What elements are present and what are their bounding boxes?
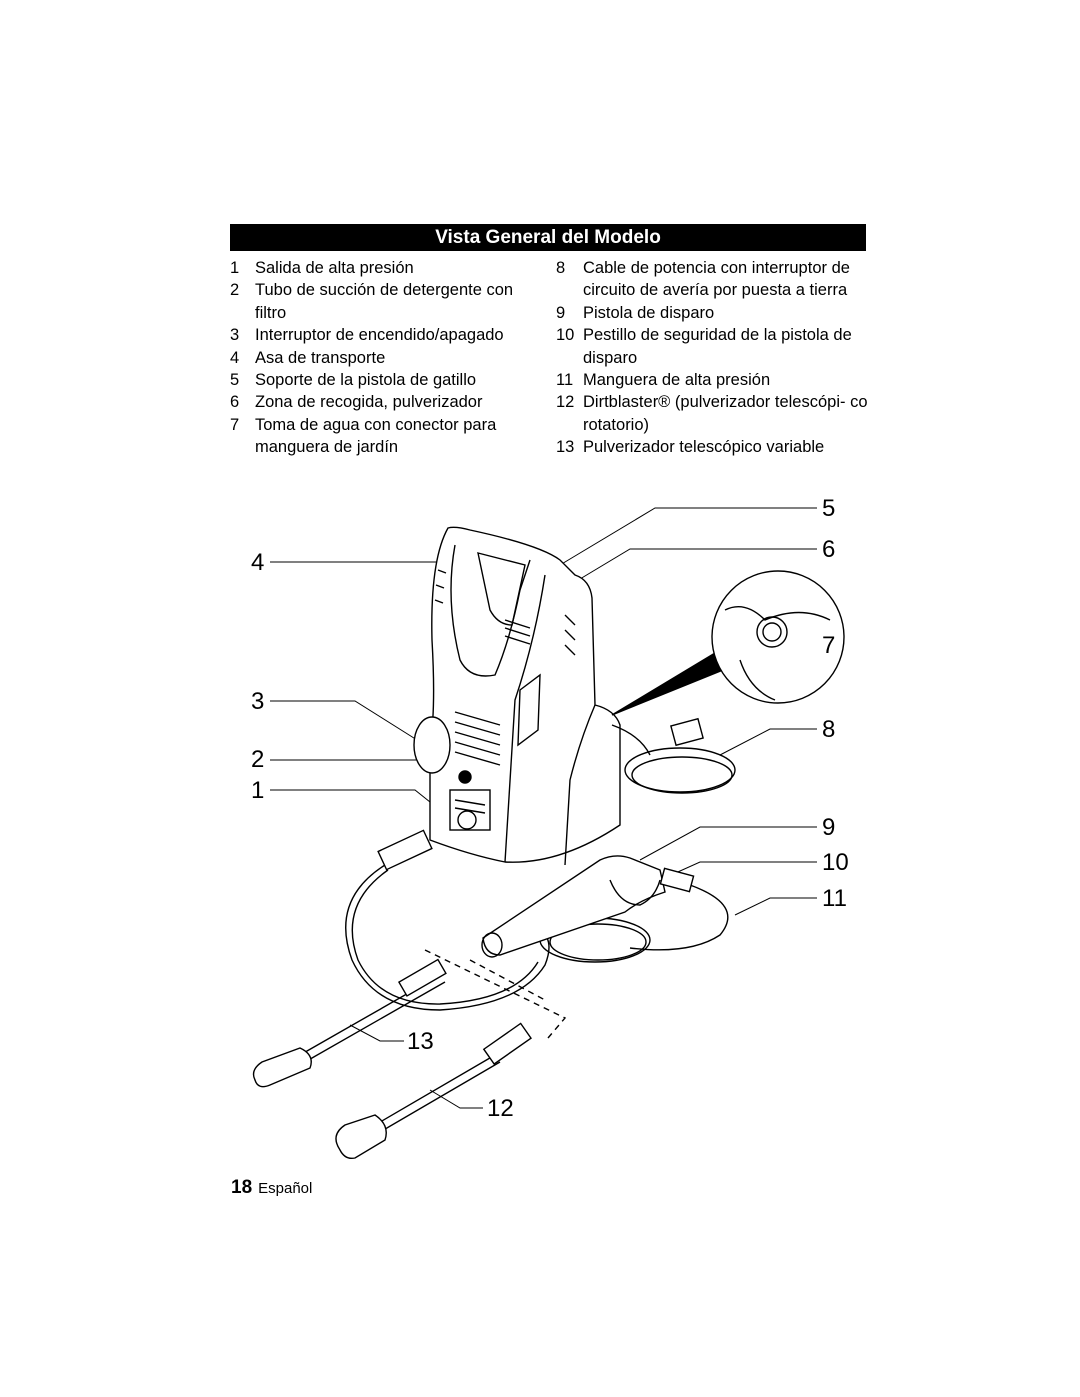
legend-number: 9	[556, 303, 566, 322]
callout-4: 4	[251, 549, 265, 576]
legend-item: 8 Cable de potencia con interruptor de ci…	[556, 257, 868, 302]
legend-number: 1	[230, 259, 240, 277]
legend-number: 13	[556, 438, 575, 457]
legend-number: 7	[230, 415, 240, 434]
high-pressure-hose	[345, 829, 729, 1011]
legend-text: Pestillo de seguridad de la pistola de d…	[583, 326, 852, 367]
legend-text: Dirtblaster® (pulverizador telescópi- co…	[583, 393, 868, 434]
callout-2: 2	[251, 746, 265, 773]
legend-number: 8	[556, 259, 566, 277]
legend-item: 12 Dirtblaster® (pulverizador telescópi- …	[556, 391, 868, 436]
legend-item: 4 Asa de transporte	[230, 347, 535, 369]
callout-6: 6	[822, 536, 836, 563]
legend-item: 5 Soporte de la pistola de gatillo	[230, 369, 535, 391]
legend-number: 2	[230, 281, 240, 300]
section-title: Vista General del Modelo	[230, 224, 866, 251]
legend-text: Salida de alta presión	[255, 259, 414, 277]
legend-item: 10 Pestillo de seguridad de la pistola de…	[556, 324, 868, 369]
legend-text: Tubo de succión de detergente con filtro	[255, 281, 514, 322]
legend-item: 11 Manguera de alta presión	[556, 369, 868, 391]
callout-13: 13	[407, 1028, 434, 1055]
legend-text: Soporte de la pistola de gatillo	[255, 371, 477, 390]
callout-11: 11	[822, 885, 847, 912]
machine-body	[413, 526, 621, 866]
legend-number: 10	[556, 326, 575, 345]
legend-item: 2 Tubo de succión de detergente con filtr…	[230, 279, 535, 324]
legend-number: 5	[230, 371, 240, 390]
legend-text: Pulverizador telescópico variable	[583, 438, 825, 457]
legend-item: 6 Zona de recogida, pulverizador	[230, 391, 535, 413]
power-cable	[611, 717, 736, 794]
legend-left-column: 1 Salida de alta presión 2 Tubo de succión…	[230, 257, 535, 459]
callout-5: 5	[822, 495, 836, 522]
legend-text: Interruptor de encendido/apagado	[255, 326, 504, 345]
callout-12: 12	[487, 1095, 514, 1122]
callout-7: 7	[822, 632, 836, 659]
legend-number: 11	[556, 371, 574, 390]
legend-item: 9 Pistola de disparo	[556, 302, 868, 324]
callout-9: 9	[822, 814, 836, 841]
callout-1: 1	[251, 777, 265, 804]
trigger-gun	[481, 855, 695, 958]
legend-number: 3	[230, 326, 240, 345]
legend-item: 1 Salida de alta presión	[230, 257, 535, 279]
dirtblaster-lance	[335, 949, 567, 1160]
legend-text: Zona de recogida, pulverizador	[255, 393, 483, 412]
footer-language: Español	[258, 1180, 313, 1197]
legend-number: 6	[230, 393, 240, 412]
page-footer: 18 Español	[231, 1177, 312, 1199]
callout-10: 10	[822, 849, 849, 876]
callout-3: 3	[251, 688, 265, 715]
variable-lance	[252, 958, 447, 1088]
legend-item: 7 Toma de agua con conector para manguera…	[230, 414, 535, 459]
legend-text: Manguera de alta presión	[583, 371, 771, 390]
legend-number: 12	[556, 393, 575, 412]
legend-number: 4	[230, 348, 240, 367]
legend-text: Cable de potencia con interruptor de cir…	[583, 259, 850, 300]
legend-text: Toma de agua con conector para manguera …	[255, 415, 497, 457]
callout-8: 8	[822, 716, 836, 743]
water-inlet-detail	[611, 570, 845, 716]
page-number: 18	[231, 1177, 253, 1198]
legend-text: Asa de transporte	[255, 348, 386, 367]
legend-text: Pistola de disparo	[583, 303, 715, 322]
legend-item: 3 Interruptor de encendido/apagado	[230, 324, 535, 346]
legend-item: 13 Pulverizador telescópico variable	[556, 436, 868, 458]
legend-right-column: 8 Cable de potencia con interruptor de ci…	[556, 257, 868, 459]
